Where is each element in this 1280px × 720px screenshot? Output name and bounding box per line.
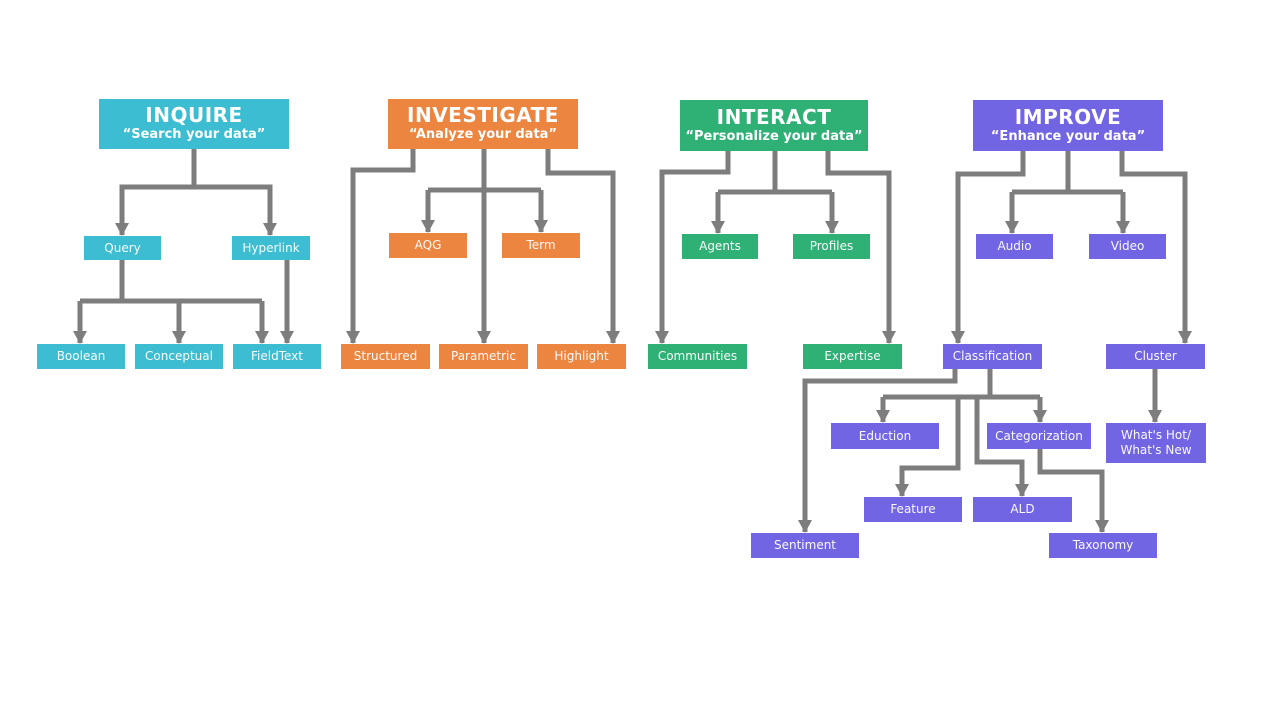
section-title-inquire: INQUIRE xyxy=(145,103,243,128)
connector-interact-to-expertise xyxy=(825,151,896,344)
node-video: Video xyxy=(1089,234,1166,259)
node-parametric: Parametric xyxy=(439,344,528,369)
node-structured: Structured xyxy=(341,344,430,369)
node-expertise: Expertise xyxy=(803,344,902,369)
node-agents: Agents xyxy=(682,234,758,259)
node-communities: Communities xyxy=(648,344,747,369)
node-aqg: AQG xyxy=(389,233,467,258)
node-query: Query xyxy=(84,236,161,260)
node-ald: ALD xyxy=(973,497,1072,522)
node-hyperlink: Hyperlink xyxy=(232,236,310,260)
section-header-inquire: INQUIRE“Search your data” xyxy=(99,99,289,149)
node-profiles: Profiles xyxy=(793,234,870,259)
connector-improve-to-classification xyxy=(951,151,1026,344)
section-subtitle-inquire: “Search your data” xyxy=(122,127,266,143)
node-fieldtext: FieldText xyxy=(233,344,321,369)
node-categorization: Categorization xyxy=(987,423,1091,449)
connector-classification-to-feature xyxy=(895,397,961,497)
node-taxonomy: Taxonomy xyxy=(1049,533,1157,558)
node-cluster: Cluster xyxy=(1106,344,1205,369)
section-title-interact: INTERACT xyxy=(716,104,832,129)
node-classification: Classification xyxy=(943,344,1042,369)
section-header-interact: INTERACT“Personalize your data” xyxy=(680,100,868,151)
node-audio: Audio xyxy=(976,234,1053,259)
node-eduction: Eduction xyxy=(831,423,939,449)
connector-categorization-to-taxonomy xyxy=(1037,449,1109,533)
connector-inquire-trunk-to-hyperlink xyxy=(194,184,277,236)
connector-investigate-to-structured xyxy=(346,149,416,344)
section-subtitle-improve: “Enhance your data” xyxy=(990,128,1146,144)
node-term: Term xyxy=(502,233,580,258)
section-subtitle-investigate: “Analyze your data” xyxy=(408,127,557,143)
node-highlight: Highlight xyxy=(537,344,626,369)
node-whats-hot-whats-new: What's Hot/ What's New xyxy=(1106,423,1206,463)
section-header-investigate: INVESTIGATE“Analyze your data” xyxy=(388,99,578,149)
connector-investigate-to-highlight xyxy=(545,149,620,344)
connector-improve-to-cluster xyxy=(1119,151,1192,344)
connector-inquire-trunk-to-query xyxy=(115,149,197,236)
node-boolean: Boolean xyxy=(37,344,125,369)
connector-classification-to-sentiment xyxy=(798,369,958,533)
node-feature: Feature xyxy=(864,497,962,522)
connector-classification-to-ald xyxy=(974,397,1029,497)
connector-interact-to-communities xyxy=(655,151,731,344)
section-title-investigate: INVESTIGATE xyxy=(407,103,559,128)
section-header-improve: IMPROVE“Enhance your data” xyxy=(973,100,1163,151)
node-conceptual: Conceptual xyxy=(135,344,223,369)
section-title-improve: IMPROVE xyxy=(1014,104,1122,129)
section-subtitle-interact: “Personalize your data” xyxy=(685,128,863,144)
node-sentiment: Sentiment xyxy=(751,533,859,558)
